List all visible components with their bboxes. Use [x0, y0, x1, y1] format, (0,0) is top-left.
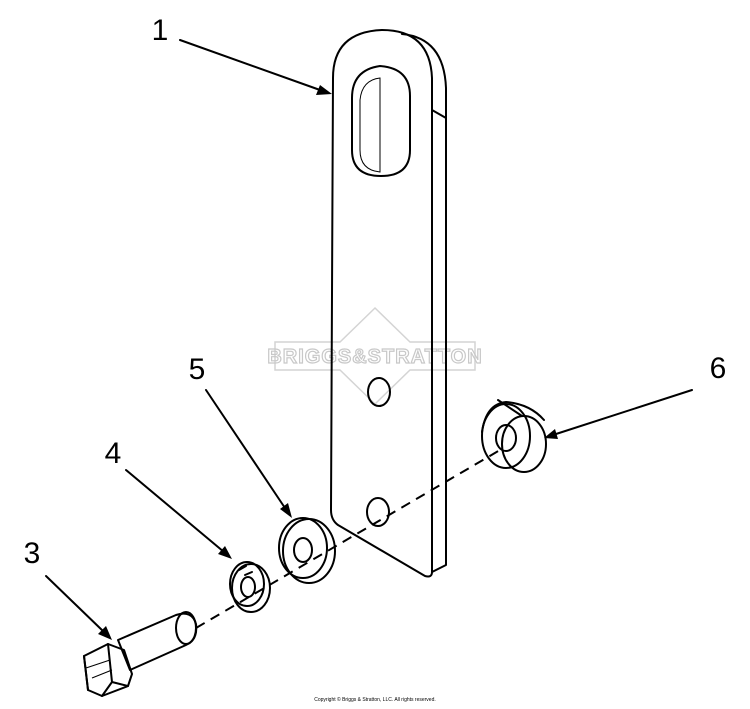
- copyright-notice: Copyright © Briggs & Stratton, LLC. All …: [314, 697, 436, 703]
- bracket-hole-upper: [367, 377, 391, 407]
- part-3-hex-bolt: [83, 611, 198, 697]
- callout-4: 4: [105, 437, 122, 470]
- part-6-spacer: [481, 399, 547, 473]
- watermark-text: BRIGGS&STRATTON: [267, 346, 482, 368]
- part-4-lock-washer: [229, 561, 271, 613]
- callout-6: 6: [710, 352, 727, 385]
- callout-3: 3: [24, 537, 41, 570]
- assembly-axis-line: [195, 449, 501, 629]
- brand-watermark: BRIGGS&STRATTON: [267, 306, 482, 406]
- leader-lines: [45, 39, 693, 640]
- bracket-hole-lower: [366, 497, 390, 527]
- part-5-washer: [278, 517, 336, 584]
- callout-1: 1: [152, 14, 169, 47]
- callout-5: 5: [189, 353, 206, 386]
- part-1-bracket: [330, 29, 447, 578]
